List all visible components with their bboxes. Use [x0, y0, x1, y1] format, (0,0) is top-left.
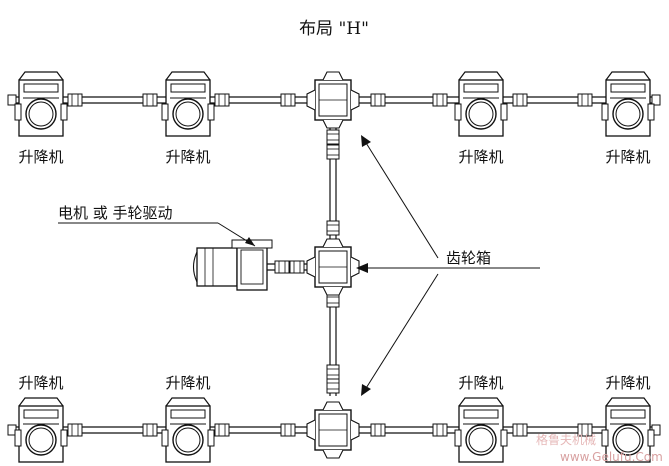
lift-top-3 [454, 71, 508, 137]
drive-motor [192, 239, 308, 291]
gearbox-bottom [306, 401, 360, 459]
drive-label: 电机 或 手轮驱动 [58, 204, 173, 222]
diagram-title: 布局 "H" [299, 19, 369, 39]
lift-label-bot-4: 升降机 [605, 374, 650, 392]
lift-bot-3 [454, 397, 508, 463]
drive-leader [58, 222, 256, 247]
lift-top-2 [161, 71, 215, 137]
gearbox-label: 齿轮箱 [446, 249, 491, 267]
lift-label-top-2: 升降机 [165, 148, 210, 166]
gearbox-arrows [356, 135, 540, 396]
lift-label-top-4: 升降机 [605, 148, 650, 166]
watermark-url: www.Gelufu.Com [560, 450, 663, 464]
lift-label-bot-3: 升降机 [458, 374, 503, 392]
lift-label-top-3: 升降机 [458, 148, 503, 166]
lift-top-4 [601, 71, 655, 137]
lift-label-bot-1: 升降机 [18, 374, 63, 392]
lift-bot-1 [14, 397, 68, 463]
gearbox-middle [306, 238, 360, 296]
lift-top-1 [14, 71, 68, 137]
lift-label-top-1: 升降机 [18, 148, 63, 166]
lift-label-bot-2: 升降机 [165, 374, 210, 392]
gearbox-top [306, 71, 360, 129]
lift-bot-2 [161, 397, 215, 463]
watermark-cn: 格鲁夫机械 [536, 432, 596, 447]
